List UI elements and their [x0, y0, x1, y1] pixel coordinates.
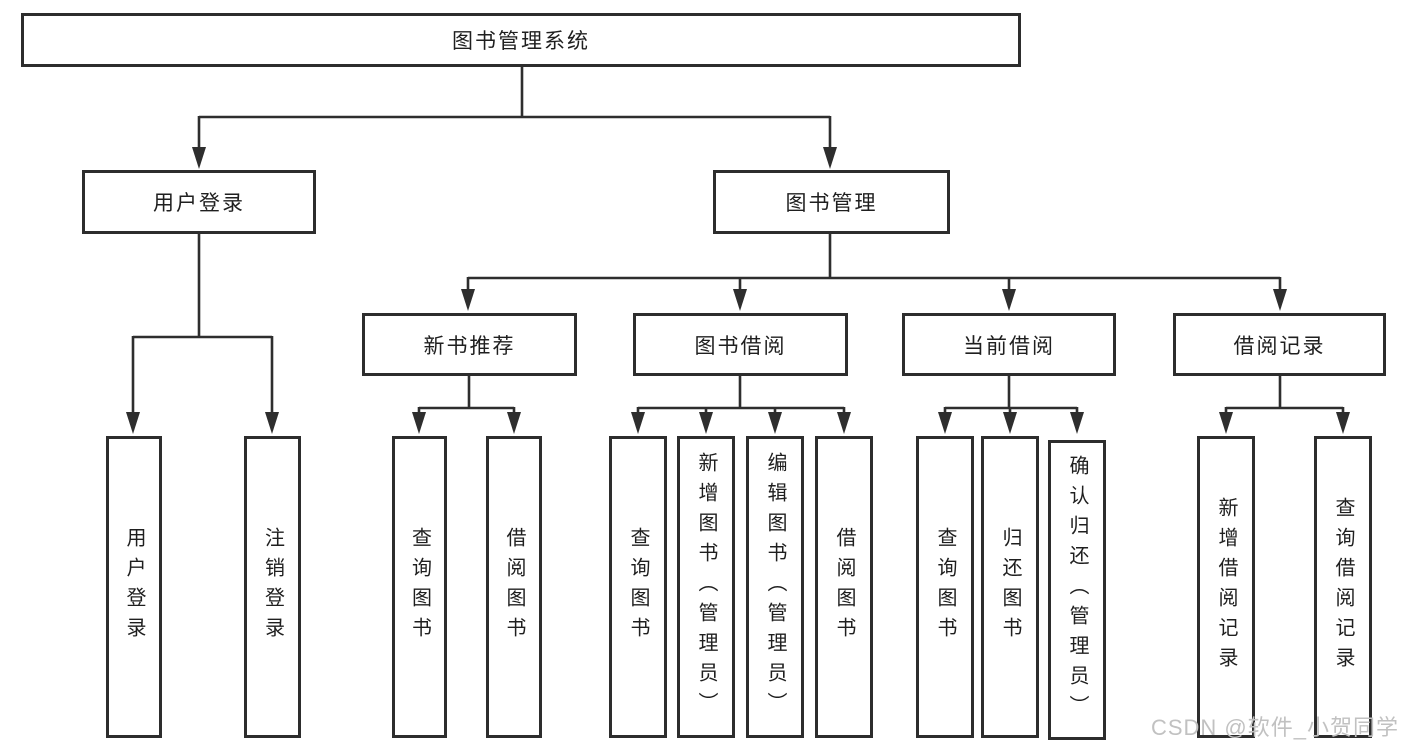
node-book-management: 图书管理 — [713, 170, 950, 234]
leaf-cb-return-book: 归还图书 — [981, 436, 1039, 738]
leaf-logout: 注销登录 — [244, 436, 301, 738]
leaf-bb-add-book: 新增图书（管理员） — [677, 436, 735, 738]
node-borrowing-records: 借阅记录 — [1173, 313, 1386, 376]
leaf-user-login: 用户登录 — [106, 436, 162, 738]
node-current-borrowing: 当前借阅 — [902, 313, 1116, 376]
leaf-br-query-record: 查询借阅记录 — [1314, 436, 1372, 738]
node-book-borrowing: 图书借阅 — [633, 313, 848, 376]
leaf-cb-confirm-return: 确认归还（管理员） — [1048, 440, 1106, 740]
leaf-rec-query-book: 查询图书 — [392, 436, 447, 738]
csdn-watermark: CSDN @软件_小贺同学 — [1150, 715, 1399, 740]
node-user-login: 用户登录 — [82, 170, 316, 234]
leaf-bb-query-book: 查询图书 — [609, 436, 667, 738]
leaf-rec-borrow-book: 借阅图书 — [486, 436, 542, 738]
arrowheads — [126, 147, 1350, 434]
leaf-br-add-record: 新增借阅记录 — [1197, 436, 1255, 738]
node-root: 图书管理系统 — [21, 13, 1021, 67]
leaf-bb-borrow-book: 借阅图书 — [815, 436, 873, 738]
leaf-bb-edit-book: 编辑图书（管理员） — [746, 436, 804, 738]
leaf-cb-query-book: 查询图书 — [916, 436, 974, 738]
node-new-book-recommendation: 新书推荐 — [362, 313, 577, 376]
